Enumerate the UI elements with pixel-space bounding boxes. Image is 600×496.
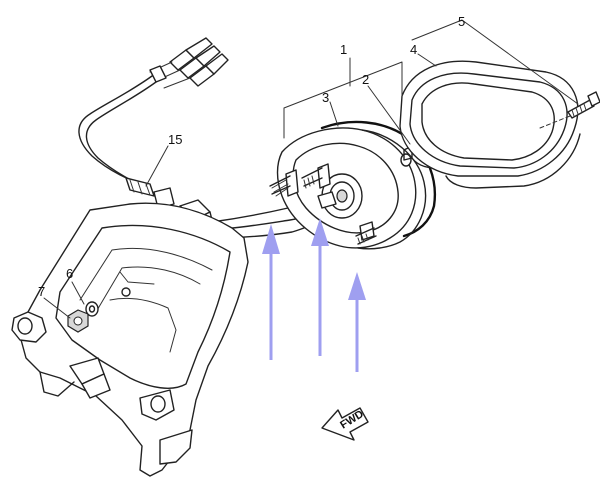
- terminal-connectors: [149, 37, 229, 89]
- callout-4: 4: [410, 42, 417, 57]
- highlight-arrow-left: [262, 224, 280, 360]
- callout-5: 5: [458, 14, 465, 29]
- stud-right: [355, 221, 377, 245]
- callout-15: 15: [168, 132, 182, 147]
- callout-3: 3: [322, 90, 329, 105]
- callout-7: 7: [38, 284, 45, 299]
- leader-lines: [43, 19, 579, 319]
- callout-2: 2: [362, 72, 369, 87]
- stud-left: [269, 169, 299, 197]
- stud-middle: [301, 163, 331, 189]
- washer-part: [85, 301, 99, 317]
- callout-6: 6: [66, 266, 73, 281]
- highlight-arrow-middle: [311, 218, 329, 356]
- callout-labels: 1 2 3 4 5 6 7 15: [38, 14, 465, 299]
- callout-1: 1: [340, 42, 347, 57]
- nut-part: [67, 309, 89, 333]
- highlight-arrows: [262, 218, 366, 372]
- tail-light-housing: [11, 202, 249, 477]
- highlight-arrow-right: [348, 272, 366, 372]
- lens-part: [399, 60, 581, 189]
- fwd-arrow-icon: [321, 407, 369, 441]
- screw-part: [567, 91, 600, 119]
- fwd-direction-arrow: FWD: [321, 407, 369, 441]
- lamp-base-assembly: [269, 120, 437, 250]
